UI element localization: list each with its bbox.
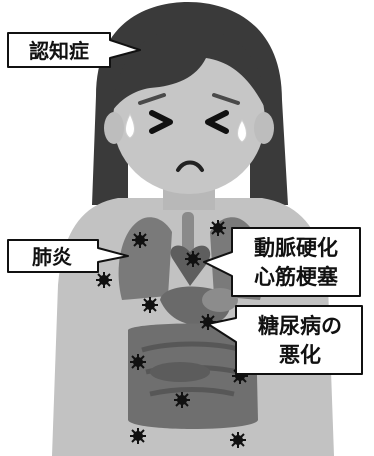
heart-icon — [170, 245, 211, 286]
germ-icon — [142, 297, 158, 313]
germ-icon — [210, 220, 226, 236]
germ-icon — [230, 432, 246, 448]
mouth — [176, 160, 204, 172]
germs — [96, 220, 248, 448]
germ-icon — [174, 392, 190, 408]
face — [104, 28, 274, 194]
lungs-icon — [118, 217, 172, 300]
callout-diabetes-line2: 悪化 — [279, 343, 321, 367]
callout-heart: 動脈硬化 心筋梗塞 — [203, 227, 361, 297]
germ-icon — [96, 272, 112, 288]
germ-icon — [130, 428, 146, 444]
germ-icon — [185, 251, 201, 267]
callout-heart-line1: 動脈硬化 — [254, 236, 338, 260]
left-eye — [149, 110, 173, 134]
callout-heart-line2: 心筋梗塞 — [254, 265, 339, 289]
callout-pneumonia: 肺炎 — [7, 239, 129, 273]
germ-icon — [130, 354, 146, 370]
callout-dementia: 認知症 — [7, 32, 141, 68]
callout-dementia-label: 認知症 — [29, 39, 89, 63]
right-eye — [205, 110, 229, 134]
callout-pneumonia-label: 肺炎 — [32, 245, 72, 269]
sweat-drop — [237, 119, 247, 143]
sweat-drop — [125, 112, 135, 139]
callout-diabetes-line1: 糖尿病の — [258, 314, 342, 338]
callout-diabetes: 糖尿病の 悪化 — [207, 305, 363, 375]
germ-icon — [132, 232, 148, 248]
